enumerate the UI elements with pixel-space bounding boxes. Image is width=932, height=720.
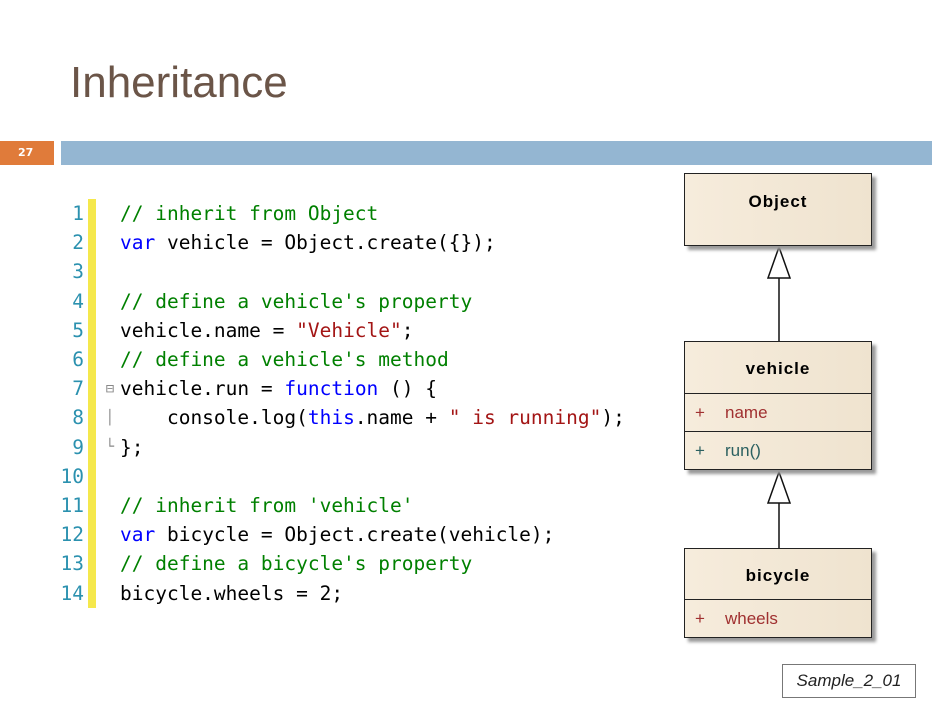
code-line: 11 // inherit from 'vehicle' bbox=[50, 490, 625, 521]
attribute-row: + wheels bbox=[685, 599, 871, 637]
line-number: 13 bbox=[60, 552, 84, 576]
code-line: 3 bbox=[50, 257, 625, 287]
uml-class-bicycle: bicycle + wheels bbox=[684, 548, 872, 638]
line-number: 6 bbox=[72, 348, 84, 372]
code-line: 2 var vehicle = Object.create({}); bbox=[50, 228, 625, 258]
code-line: 13 // define a bicycle's property bbox=[50, 549, 625, 579]
code-token: this bbox=[307, 406, 355, 430]
line-number: 2 bbox=[72, 231, 84, 255]
code-token: vehicle = Object.create({}); bbox=[155, 231, 496, 255]
fold-icon[interactable]: ⊟ bbox=[105, 380, 115, 397]
method-name: run() bbox=[725, 440, 761, 460]
code-token: .name + bbox=[354, 406, 449, 430]
change-marker bbox=[88, 228, 96, 258]
code-token: // define a bicycle's property bbox=[120, 552, 473, 576]
code-line: 12 var bicycle = Object.create(vehicle); bbox=[50, 520, 625, 550]
line-number: 3 bbox=[72, 260, 84, 284]
code-token: bicycle = Object.create(vehicle); bbox=[155, 523, 555, 547]
line-number: 11 bbox=[60, 493, 84, 517]
method-row: + run() bbox=[685, 431, 871, 469]
code-block: 1 // inherit from Object 2 var vehicle = Ob… bbox=[50, 199, 625, 608]
code-token: ; bbox=[401, 318, 414, 342]
change-marker bbox=[88, 374, 96, 404]
visibility: + bbox=[695, 608, 705, 628]
code-token: var bbox=[120, 523, 156, 547]
sample-label: Sample_2_01 bbox=[782, 664, 916, 698]
code-line: 10 bbox=[50, 461, 625, 491]
change-marker bbox=[88, 520, 96, 550]
code-token: vehicle.run = bbox=[120, 377, 285, 401]
code-token: bicycle.wheels = 2; bbox=[120, 581, 344, 605]
code-line: 7 ⊟ vehicle.run = function () { bbox=[50, 374, 625, 404]
attribute-row: + name bbox=[685, 393, 871, 431]
change-marker bbox=[88, 199, 96, 229]
code-line: 8 │ console.log(this.name + " is running"… bbox=[50, 403, 625, 433]
visibility: + bbox=[695, 440, 705, 460]
uml-class-vehicle: vehicle + name + run() bbox=[684, 341, 872, 470]
change-marker bbox=[88, 315, 96, 345]
code-token: ); bbox=[601, 406, 625, 430]
attribute-name: wheels bbox=[725, 608, 778, 628]
change-marker bbox=[88, 286, 96, 316]
visibility: + bbox=[695, 402, 705, 422]
uml-class-object: Object bbox=[684, 173, 872, 246]
line-number: 10 bbox=[60, 464, 84, 488]
code-token: () { bbox=[378, 377, 437, 401]
change-marker bbox=[88, 549, 96, 579]
fold-icon: │ bbox=[105, 409, 115, 426]
code-token: // define a vehicle's property bbox=[120, 289, 473, 313]
change-marker bbox=[88, 403, 96, 433]
code-token: // inherit from 'vehicle' bbox=[120, 493, 414, 517]
code-line: 4 // define a vehicle's property bbox=[50, 286, 625, 316]
code-token: function bbox=[284, 377, 379, 401]
code-token: }; bbox=[120, 435, 144, 459]
change-marker bbox=[88, 432, 96, 462]
line-number: 12 bbox=[60, 523, 84, 547]
code-token: // inherit from Object bbox=[120, 202, 379, 226]
attribute-name: name bbox=[725, 402, 768, 422]
class-name: bicycle bbox=[745, 566, 811, 585]
change-marker bbox=[88, 578, 96, 608]
code-line: 1 // inherit from Object bbox=[50, 199, 625, 229]
line-number: 9 bbox=[72, 435, 84, 459]
code-line: 14 bicycle.wheels = 2; bbox=[50, 578, 625, 608]
change-marker bbox=[88, 490, 96, 521]
slide-title: Inheritance bbox=[70, 58, 288, 107]
class-name: Object bbox=[748, 192, 808, 211]
line-number: 7 bbox=[72, 377, 84, 401]
line-number: 1 bbox=[72, 202, 84, 226]
code-token: console.log( bbox=[120, 406, 308, 430]
line-number: 8 bbox=[72, 406, 84, 430]
code-line: 9 └}; bbox=[50, 432, 625, 462]
change-marker bbox=[88, 461, 96, 491]
change-marker bbox=[88, 344, 96, 375]
line-number: 5 bbox=[72, 318, 84, 342]
slide-number: 27 bbox=[0, 141, 54, 165]
change-marker bbox=[88, 257, 96, 287]
fold-icon: └ bbox=[105, 439, 115, 456]
header-bar bbox=[61, 141, 932, 165]
code-line: 5 vehicle.name = "Vehicle"; bbox=[50, 315, 625, 345]
code-token: "Vehicle" bbox=[296, 318, 402, 342]
code-token: // define a vehicle's method bbox=[120, 348, 449, 372]
code-token: var bbox=[120, 231, 156, 255]
code-line: 6 // define a vehicle's method bbox=[50, 344, 625, 375]
line-number: 4 bbox=[72, 289, 84, 313]
code-token: vehicle.name = bbox=[120, 318, 297, 342]
class-name: vehicle bbox=[745, 359, 811, 378]
line-number: 14 bbox=[60, 581, 84, 605]
code-token: " is running" bbox=[448, 406, 602, 430]
